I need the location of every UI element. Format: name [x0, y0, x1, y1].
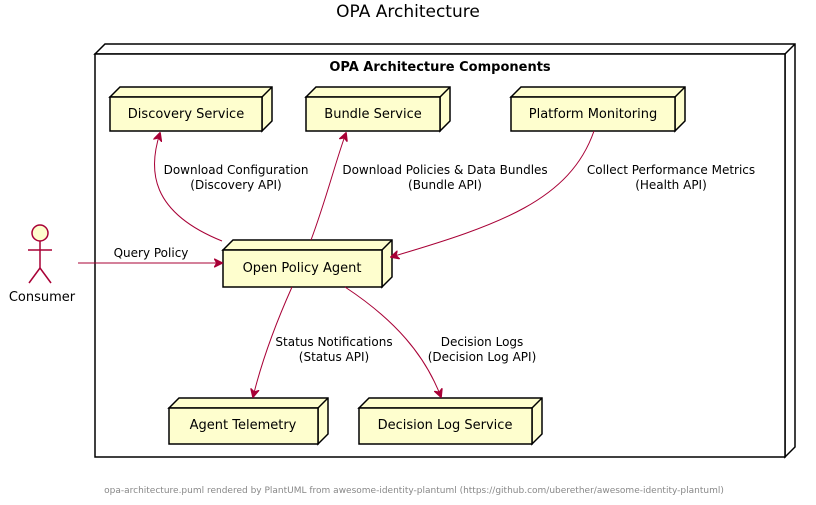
node-label: Bundle Service: [324, 107, 421, 122]
edge-label: Query Policy: [114, 246, 189, 260]
edge-status-notifications: Status Notifications (Status API): [253, 286, 393, 397]
actor-consumer: Consumer: [9, 224, 76, 305]
node-open-policy-agent: Open Policy Agent: [221, 239, 393, 289]
node-label: Decision Log Service: [378, 418, 513, 433]
diagram-title: OPA Architecture: [336, 2, 480, 22]
edge-label-line2: (Health API): [635, 178, 707, 192]
edge-query-policy: Query Policy: [78, 246, 222, 263]
edge-label-line1: Status Notifications: [275, 335, 392, 349]
node-bundle-service: Bundle Service: [304, 86, 451, 133]
node-label: Open Policy Agent: [243, 261, 362, 276]
edge-label-line2: (Bundle API): [408, 178, 482, 192]
edge-label-line1: Download Configuration: [164, 163, 309, 177]
edge-label-line1: Download Policies & Data Bundles: [342, 163, 547, 177]
edge-label-line2: (Discovery API): [190, 178, 281, 192]
edge-decision-logs: Decision Logs (Decision Log API): [344, 286, 537, 397]
actor-head: [31, 224, 49, 242]
footer-caption: opa-architecture.puml rendered by PlantU…: [104, 486, 724, 496]
node-decision-log-service: Decision Log Service: [357, 397, 543, 446]
node-label: Discovery Service: [128, 107, 244, 122]
node-discovery-service: Discovery Service: [108, 86, 273, 133]
node-label: Agent Telemetry: [190, 418, 297, 433]
edge-label-line1: Collect Performance Metrics: [587, 163, 755, 177]
node-label: Platform Monitoring: [529, 107, 657, 122]
edge-collect-metrics: Collect Performance Metrics (Health API): [391, 130, 755, 257]
edge-download-configuration: Download Configuration (Discovery API): [154, 133, 309, 242]
edge-label-line2: (Status API): [299, 350, 369, 364]
edge-label-line1: Decision Logs: [441, 335, 524, 349]
node-platform-monitoring: Platform Monitoring: [509, 86, 686, 133]
edge-label-line2: (Decision Log API): [428, 350, 537, 364]
node-agent-telemetry: Agent Telemetry: [167, 397, 329, 446]
package-title: OPA Architecture Components: [329, 60, 551, 75]
actor-label: Consumer: [9, 290, 76, 305]
edge-download-bundles: Download Policies & Data Bundles (Bundle…: [310, 133, 548, 241]
